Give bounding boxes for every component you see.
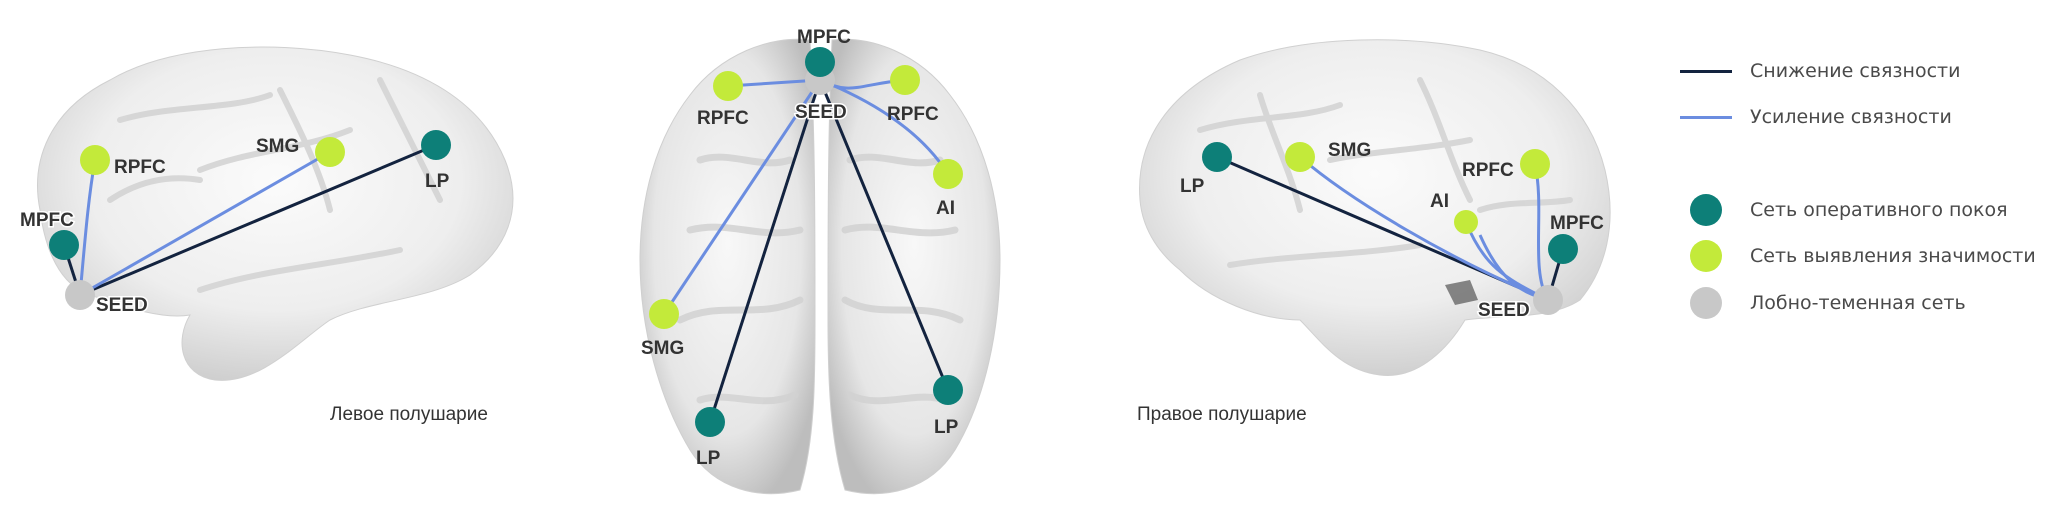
top-node-rpfc-r — [890, 65, 920, 95]
left-label-smg: SMG — [256, 136, 299, 157]
top-label-ai: AI — [936, 198, 955, 219]
legend-label-increase: Усиление связности — [1750, 106, 1952, 128]
top-node-lp-r — [933, 375, 963, 405]
right-node-smg — [1285, 142, 1315, 172]
legend-label-salience: Сеть выявления значимости — [1750, 245, 2036, 267]
top-label-lp-r: LP — [934, 417, 959, 438]
right-brain-shape — [1139, 39, 1611, 376]
legend-item-default-mode: Сеть оперативного покоя — [1680, 194, 2008, 226]
left-label-rpfc: RPFC — [114, 157, 166, 178]
left-label-seed: SEED — [96, 295, 148, 316]
top-edge-seed-smg — [662, 79, 822, 315]
left-edge-seed-lp — [79, 143, 437, 297]
top-brain-sulci — [676, 153, 964, 405]
right-label-rpfc: RPFC — [1462, 160, 1514, 181]
left-hemisphere-caption: Левое полушарие — [330, 404, 488, 425]
legend-label-decrease: Снижение связности — [1750, 60, 1961, 82]
legend-item-decrease: Снижение связности — [1680, 56, 1960, 86]
left-brain-sulci — [107, 77, 443, 293]
top-label-smg: SMG — [641, 338, 684, 359]
left-node-rpfc — [80, 145, 110, 175]
right-hemisphere-panel: LP SMG AI RPFC MPFC SEED — [1139, 39, 1611, 376]
left-edge-seed-smg — [79, 150, 331, 297]
right-brain-dark-spot — [1445, 280, 1478, 305]
legend-item-increase: Усиление связности — [1680, 102, 1952, 132]
top-node-ai — [933, 159, 963, 189]
left-node-smg — [315, 137, 345, 167]
left-hemisphere-panel: LP SMG RPFC MPFC SEED — [19, 46, 514, 381]
right-node-ai — [1454, 210, 1478, 234]
right-hemisphere-caption: Правое полушарие — [1137, 404, 1307, 425]
right-node-lp — [1202, 142, 1232, 172]
top-edge-seed-lp-r — [818, 79, 950, 391]
top-label-rpfc-r: RPFC — [887, 104, 939, 125]
legend-label-frontoparietal: Лобно-теменная сеть — [1750, 292, 1966, 314]
right-label-mpfc: MPFC — [1550, 213, 1604, 234]
left-node-lp — [421, 130, 451, 160]
legend-swatch-increase — [1680, 115, 1732, 119]
right-label-ai: AI — [1430, 191, 1449, 212]
legend-swatch-decrease — [1680, 69, 1732, 73]
top-label-rpfc-l: RPFC — [697, 108, 749, 129]
right-brain-sulci — [1197, 77, 1573, 268]
left-node-mpfc — [49, 230, 79, 260]
legend-label-default-mode: Сеть оперативного покоя — [1750, 199, 2008, 221]
top-node-smg — [649, 299, 679, 329]
right-label-seed: SEED — [1478, 300, 1530, 321]
top-node-rpfc-l — [713, 71, 743, 101]
left-label-mpfc: MPFC — [20, 210, 74, 231]
right-node-rpfc — [1520, 149, 1550, 179]
top-node-mpfc — [805, 47, 835, 77]
right-label-smg: SMG — [1328, 140, 1371, 161]
left-node-seed — [65, 280, 95, 310]
top-label-lp-l: LP — [696, 448, 721, 469]
legend-item-salience: Сеть выявления значимости — [1680, 240, 2036, 272]
top-label-mpfc: MPFC — [797, 27, 851, 48]
right-label-lp: LP — [1180, 176, 1205, 197]
legend-swatch-default-mode — [1690, 194, 1722, 226]
legend-item-frontoparietal: Лобно-теменная сеть — [1680, 287, 1966, 319]
top-label-seed: SEED — [795, 102, 847, 123]
legend-swatch-salience — [1690, 240, 1722, 272]
top-edge-seed-lp-l — [708, 79, 822, 423]
right-node-seed — [1533, 285, 1563, 315]
top-view-panel: MPFC SEED RPFC RPFC AI SMG LP LP — [639, 27, 1001, 495]
right-edge-seed-smg — [1299, 155, 1549, 302]
legend-swatch-frontoparietal — [1690, 287, 1722, 319]
left-label-lp: LP — [425, 171, 450, 192]
right-node-mpfc — [1548, 234, 1578, 264]
top-node-lp-l — [695, 407, 725, 437]
